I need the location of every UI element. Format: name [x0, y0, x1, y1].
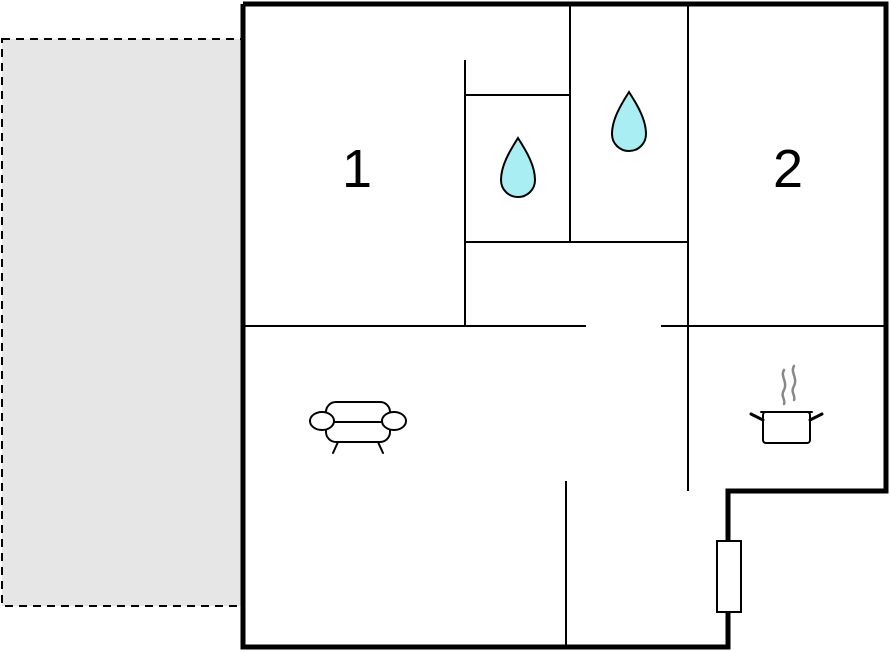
water-drop-icon	[610, 90, 648, 153]
room-label-2: 2	[773, 139, 803, 199]
door-icon	[716, 540, 742, 613]
terrace-area	[1, 38, 243, 607]
cooking-pot-icon	[749, 364, 824, 444]
sofa-icon	[309, 401, 407, 454]
room-label-1: 1	[342, 139, 372, 199]
interior-walls	[243, 4, 886, 647]
water-drop-icon	[499, 136, 537, 199]
